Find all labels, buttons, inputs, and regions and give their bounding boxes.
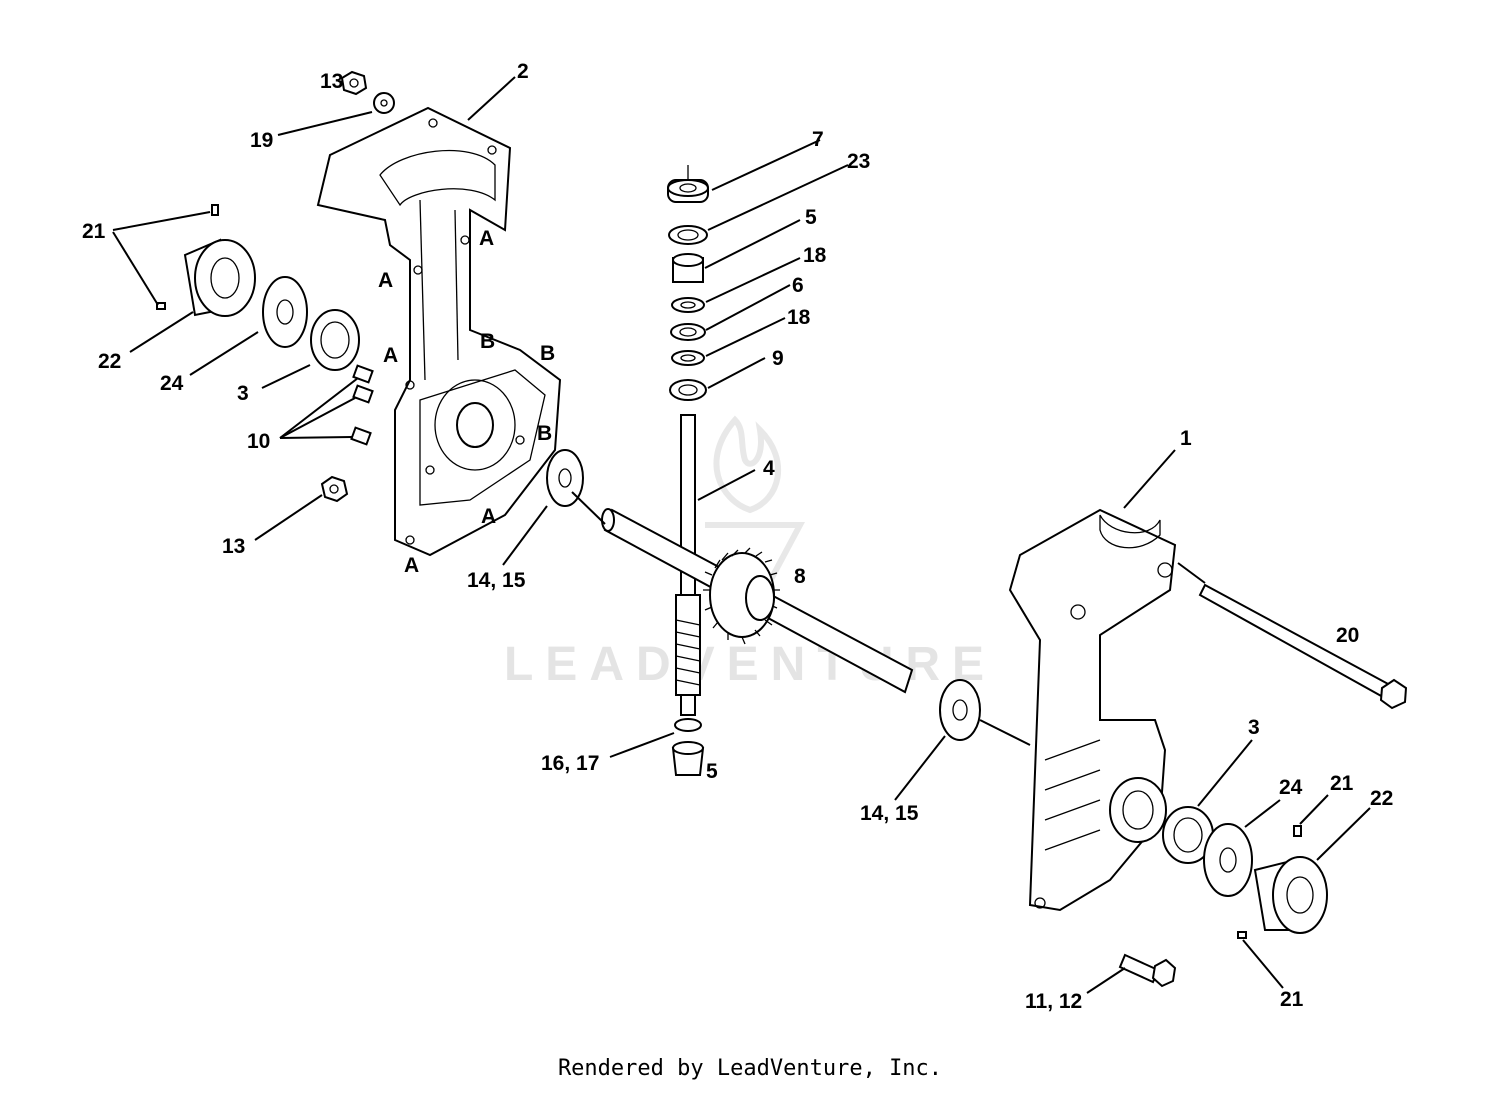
nut-13-bottom — [320, 475, 349, 503]
callout-24-left: 24 — [160, 372, 184, 395]
callout-21-left: 21 — [82, 220, 106, 243]
bolt-20 — [1198, 583, 1408, 710]
axle-and-gear-8 — [601, 508, 914, 694]
callout-23: 23 — [847, 150, 870, 173]
callout-16-17: 16, 17 — [541, 752, 599, 775]
callout-18-a: 18 — [803, 244, 827, 267]
washer-16-17 — [674, 718, 702, 732]
callout-10: 10 — [247, 430, 270, 453]
callout-22-right: 22 — [1370, 787, 1393, 810]
washer-24-left — [262, 276, 308, 348]
letter-a-1: A — [479, 227, 494, 250]
callout-3-right: 3 — [1248, 716, 1260, 739]
callout-7: 7 — [812, 128, 824, 151]
right-housing-part-1 — [1008, 508, 1177, 912]
nut-13-top — [340, 70, 368, 96]
callout-1: 1 — [1180, 427, 1192, 450]
callout-11-12: 11, 12 — [1025, 990, 1082, 1013]
callout-8: 8 — [794, 565, 806, 588]
screws-10 — [350, 364, 374, 446]
washer-6 — [671, 297, 705, 313]
callout-5-bottom: 5 — [706, 760, 718, 783]
letter-a-5: A — [404, 554, 419, 577]
collar-22-right — [1237, 825, 1328, 939]
watermark-text: LEADVENTURE — [504, 638, 996, 691]
washer-14-15-left — [546, 449, 584, 507]
bearing-7 — [667, 165, 709, 203]
footer-credit: Rendered by LeadVenture, Inc. — [557, 1056, 943, 1081]
washer-24-right — [1203, 823, 1253, 897]
seal-23 — [668, 225, 708, 245]
washer-14-15-right — [939, 679, 981, 741]
callout-20: 20 — [1336, 624, 1359, 647]
bolt-11-12 — [1118, 953, 1177, 988]
washer-19 — [373, 92, 395, 114]
letter-b-1: B — [480, 330, 495, 353]
letter-a-3: A — [383, 344, 398, 367]
bushing-5-top — [672, 253, 704, 283]
callout-2: 2 — [517, 60, 529, 83]
callout-5-top: 5 — [805, 206, 817, 229]
callout-18-b: 18 — [787, 306, 811, 329]
callout-4: 4 — [763, 457, 775, 480]
washer-18 — [670, 323, 706, 341]
callout-19: 19 — [250, 129, 273, 152]
bushing-5-bottom — [671, 741, 705, 776]
callout-13-bottom: 13 — [222, 535, 245, 558]
collar-22-left — [156, 204, 256, 317]
callout-13-top: 13 — [320, 70, 343, 93]
callout-21-right-bottom: 21 — [1280, 988, 1304, 1011]
bearing-3-left — [310, 309, 360, 371]
seal-9 — [669, 379, 707, 401]
callout-14-15-right: 14, 15 — [860, 802, 919, 825]
callout-9: 9 — [772, 347, 784, 370]
callout-24-right: 24 — [1279, 776, 1303, 799]
callout-22-left: 22 — [98, 350, 121, 373]
letter-a-4: A — [481, 505, 496, 528]
callout-21-right-top: 21 — [1330, 772, 1354, 795]
leader-lines — [112, 76, 1371, 994]
watermark-logo — [705, 415, 805, 602]
bearing-3-right — [1162, 806, 1214, 864]
left-housing-part-2 — [316, 106, 562, 557]
letter-b-2: B — [540, 342, 555, 365]
letter-b-3: B — [537, 422, 552, 445]
callout-3-left: 3 — [237, 382, 249, 405]
letter-a-2: A — [378, 269, 393, 292]
callout-6: 6 — [792, 274, 804, 297]
callout-14-15-left: 14, 15 — [467, 569, 526, 592]
